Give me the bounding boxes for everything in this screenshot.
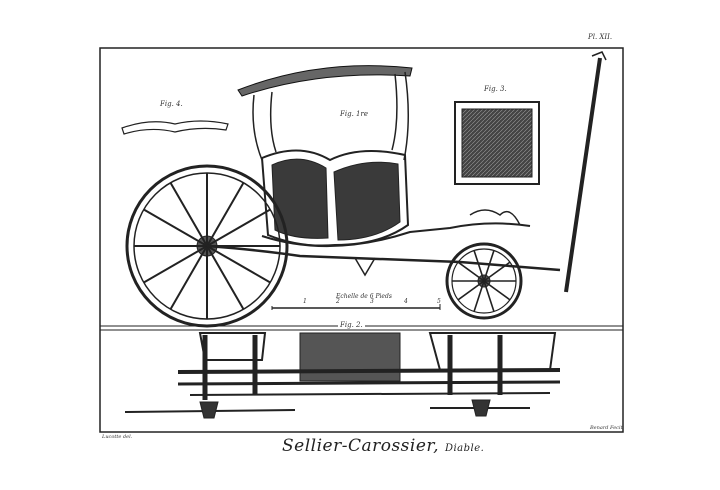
wheel-spoke (457, 261, 485, 282)
plate-frame (99, 47, 624, 433)
wheel-spoke (473, 250, 485, 282)
scale-bar (271, 304, 441, 310)
wheel-spoke (483, 250, 495, 282)
fig3-cushion (454, 101, 540, 185)
wheel-spoke (483, 280, 495, 312)
credit-left: Lucotte del. (102, 434, 133, 440)
wheel-spoke (473, 280, 485, 312)
scale-tick: 5 (437, 298, 441, 305)
large-wheel (125, 164, 289, 328)
carriage-pole (561, 51, 607, 293)
wheel-spoke (457, 280, 485, 301)
scale-label: Echelle de 6 Pieds (336, 293, 392, 300)
fig4-ornament (121, 120, 229, 135)
fig2-label: Fig. 2. (338, 321, 365, 329)
small-wheel (445, 242, 523, 320)
wheel-spoke (206, 245, 271, 284)
title-text: Sellier-Carossier, (282, 436, 440, 456)
wheel-spoke (206, 245, 245, 310)
carriage-canopy (237, 65, 413, 161)
wheel-spoke (169, 182, 208, 247)
plate-title: Sellier-Carossier, Diable. (282, 436, 484, 456)
credit-right: Benard Fecit (590, 425, 623, 431)
wheel-spoke (483, 280, 511, 301)
wheel-spoke (143, 208, 208, 247)
fig1-label: Fig. 1re (340, 110, 368, 118)
fig2-undercarriage (124, 332, 561, 419)
fig4-label: Fig. 4. (160, 100, 183, 108)
carriage-perch (206, 244, 561, 272)
wheel-spoke (206, 208, 271, 247)
scale-tick: 3 (370, 298, 374, 305)
scale-tick: 4 (404, 298, 408, 305)
subtitle-text: Diable. (444, 443, 485, 454)
wheel-spoke (143, 245, 208, 284)
carriage-body (260, 149, 531, 277)
wheel-spoke (169, 245, 208, 310)
scale-tick: 1 (303, 298, 307, 305)
scale-tick: 2 (336, 298, 340, 305)
plate-number: Pl. XII. (588, 33, 613, 41)
wheel-spoke (206, 182, 245, 247)
fig3-label: Fig. 3. (484, 85, 507, 93)
